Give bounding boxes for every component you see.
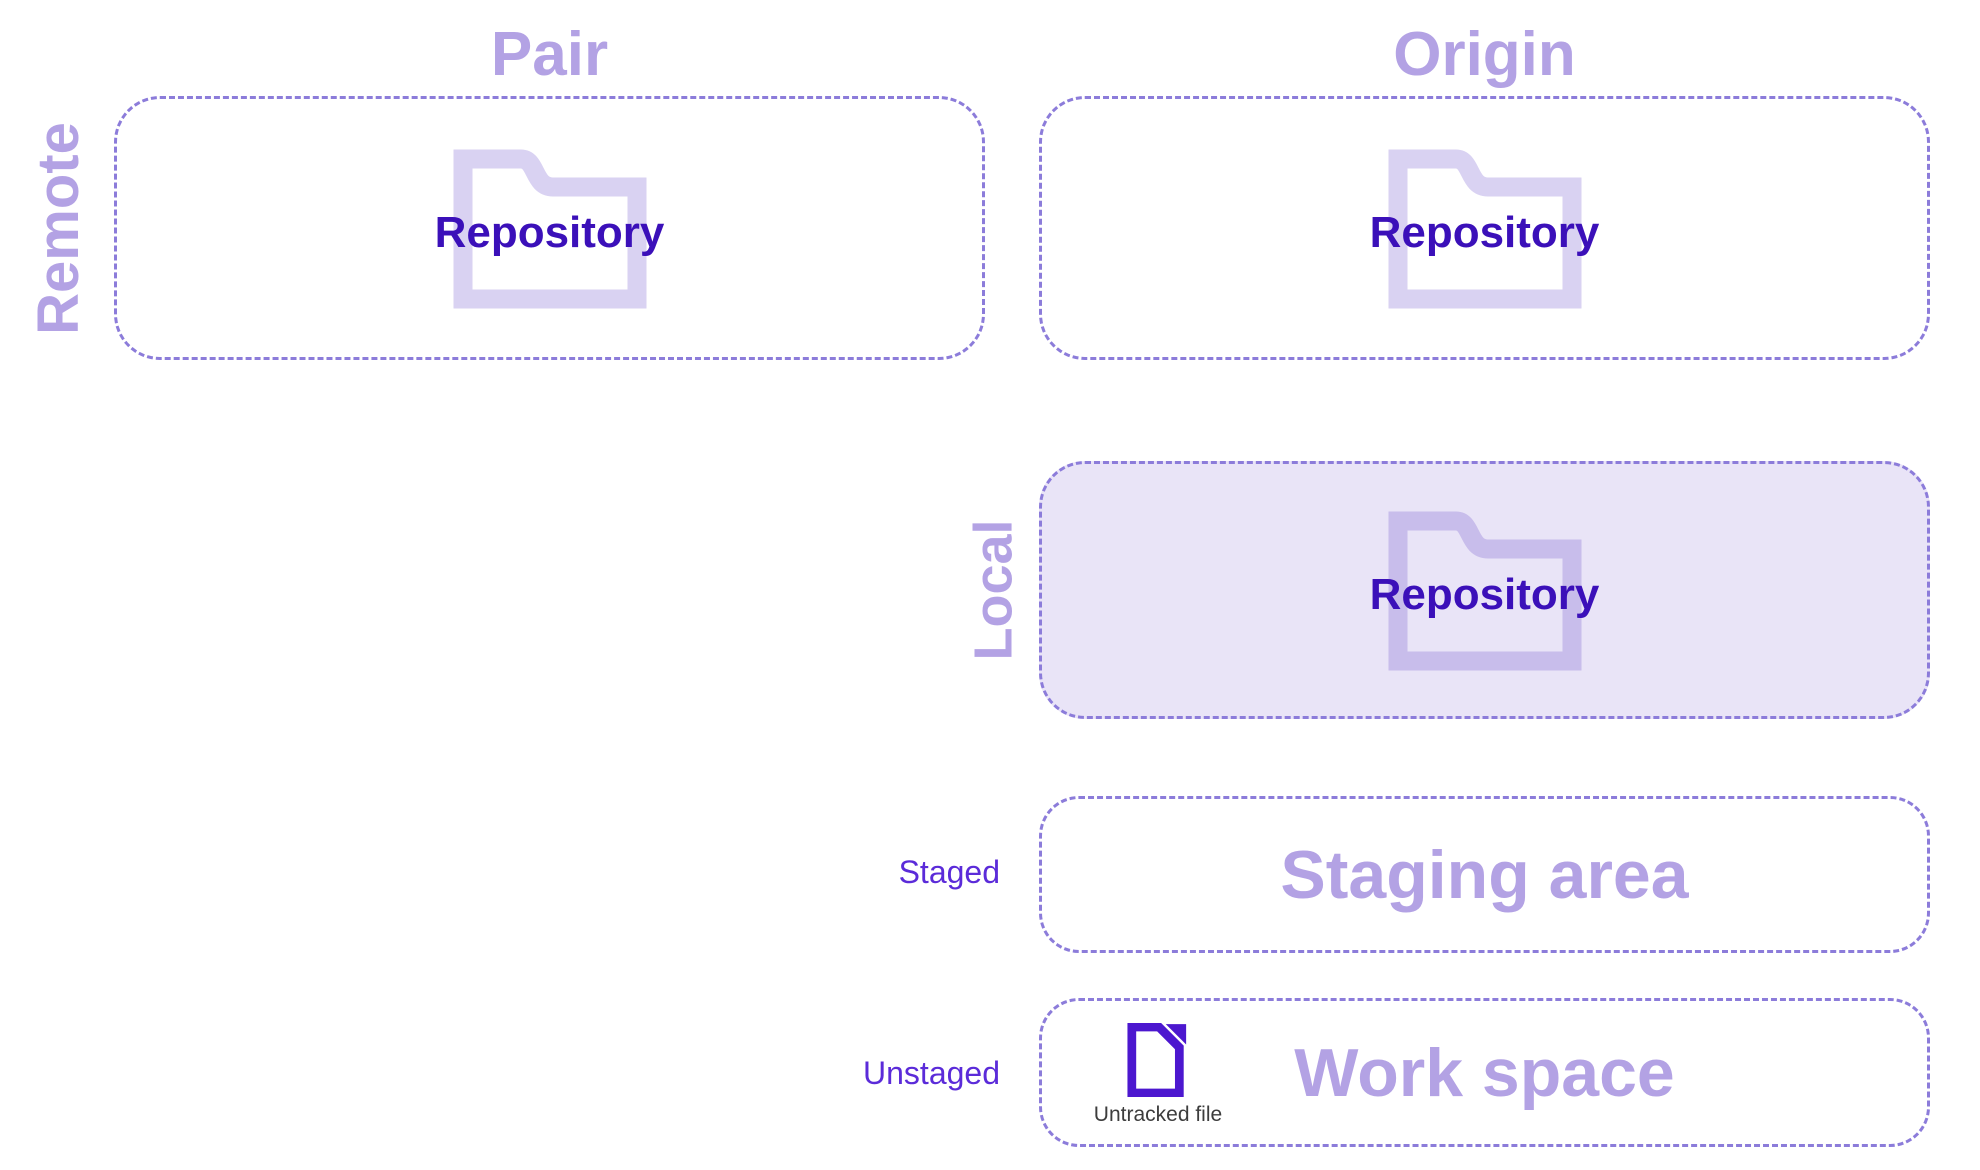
remote-group-label-text: Remote — [25, 121, 91, 335]
staged-row-label: Staged — [898, 854, 1000, 890]
untracked-file-caption: Untracked file — [1093, 1103, 1223, 1126]
origin-repository-box: Repository — [1039, 96, 1930, 360]
untracked-file-group: Untracked file — [1083, 1023, 1233, 1127]
folder-icon: Repository — [435, 147, 664, 309]
workspace-box: Work space Untracked file — [1039, 998, 1930, 1147]
pair-repository-group: Repository — [117, 99, 982, 357]
remote-group-label: Remote — [20, 104, 96, 352]
origin-title: Origin — [1393, 20, 1576, 89]
local-repository-label: Repository — [1369, 569, 1600, 619]
workspace-title: Work space — [1294, 1034, 1675, 1111]
staging-area-box: Staging area — [1039, 796, 1930, 953]
local-group-label: Local — [958, 466, 1030, 714]
local-repository-box: Repository — [1039, 461, 1930, 719]
folder-icon: Repository — [1370, 147, 1599, 309]
pair-repository-box: Repository — [114, 96, 985, 360]
staging-area-title: Staging area — [1280, 836, 1689, 913]
untracked-file-icon — [1127, 1023, 1187, 1097]
unstaged-row-label: Unstaged — [863, 1055, 1000, 1091]
pair-repository-label: Repository — [434, 207, 665, 257]
origin-repository-group: Repository — [1042, 99, 1927, 357]
origin-repository-label: Repository — [1369, 207, 1600, 257]
local-group-label-text: Local — [964, 519, 1025, 661]
pair-title: Pair — [490, 20, 609, 89]
local-repository-group: Repository — [1042, 464, 1927, 716]
folder-icon: Repository — [1370, 509, 1599, 671]
